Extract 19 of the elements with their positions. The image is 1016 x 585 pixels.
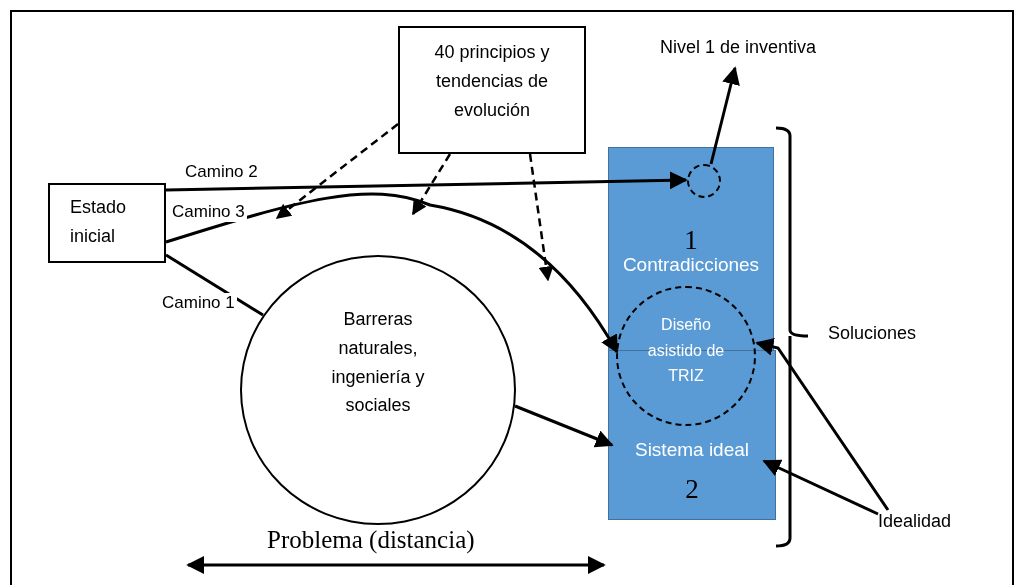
arrow	[762, 459, 879, 516]
arrow	[755, 338, 890, 511]
edge-label: Camino 3	[170, 202, 247, 222]
arrow	[514, 404, 614, 448]
arrow	[165, 171, 688, 192]
node-text: Diseño asistido de TRIZ	[646, 315, 726, 387]
connector-line	[165, 253, 264, 317]
node-text: Barreras naturales, ingeniería y sociales	[330, 308, 426, 418]
arrow	[165, 192, 619, 354]
dashed-circle	[687, 164, 721, 198]
node-text: Estado inicial	[70, 196, 128, 248]
principles-box	[398, 26, 586, 154]
dashed-arrow	[275, 123, 399, 219]
node-text: 40 principios y tendencias de evolución	[433, 41, 551, 122]
initial-state-box	[48, 183, 166, 263]
dashed-arrow	[411, 153, 452, 216]
panel-title: Sistema ideal	[634, 438, 750, 462]
panel-number: 2	[685, 473, 699, 506]
dashed-arrow	[528, 153, 554, 282]
